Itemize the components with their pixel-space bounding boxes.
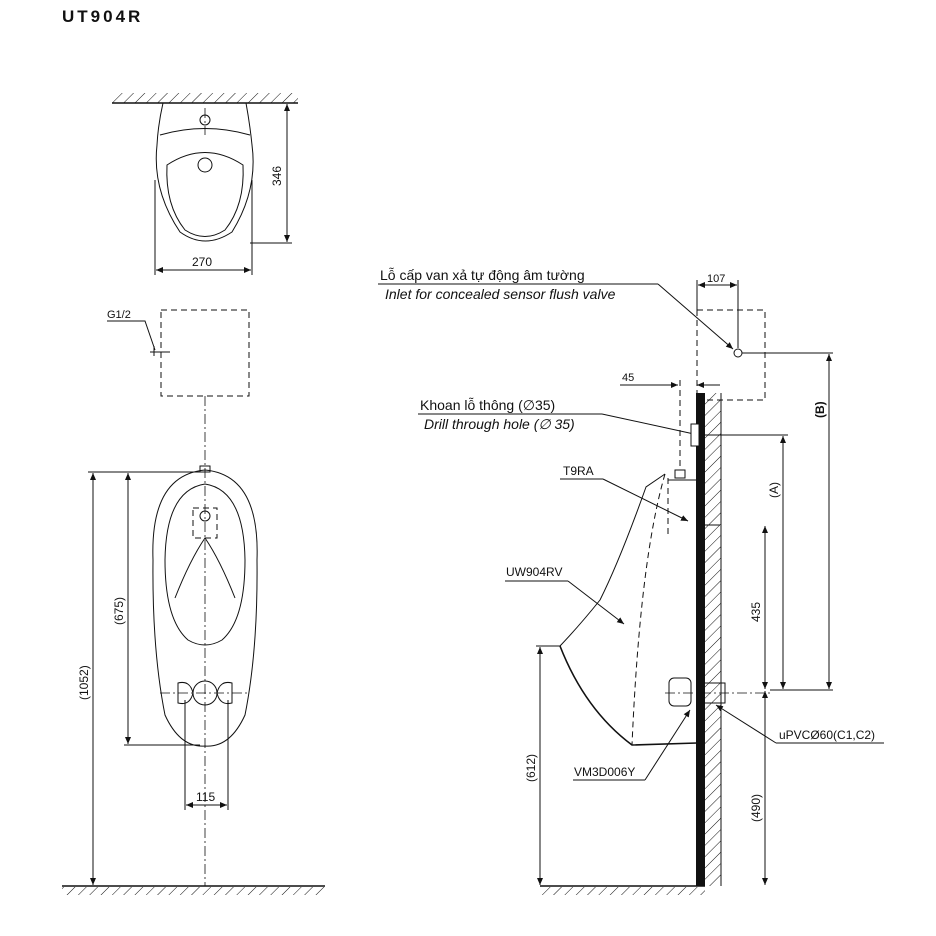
- front-view: G1/2 (1052) (675) 115: [62, 309, 325, 895]
- dim-107: 107: [707, 273, 725, 285]
- part-trap: VM3D006Y: [574, 765, 635, 779]
- inlet-label-en: Inlet for concealed sensor flush valve: [385, 286, 616, 302]
- model-title: UT904R: [62, 7, 143, 26]
- side-view: 107 Lỗ cấp van xả tự động âm tường Inlet…: [378, 267, 884, 895]
- dim-435: 435: [749, 602, 763, 622]
- part-urinal: UW904RV: [506, 565, 562, 579]
- dim-b: (B): [813, 401, 827, 418]
- inlet-label: G1/2: [107, 309, 131, 321]
- dim-outlet-width: 115: [196, 790, 215, 804]
- top-view: 346 270: [112, 93, 298, 275]
- drill-label-vi: Khoan lỗ thông (∅35): [420, 397, 555, 413]
- dim-45: 45: [622, 372, 634, 384]
- dim-width: 270: [192, 255, 212, 269]
- part-t9ra: T9RA: [563, 464, 594, 478]
- inlet-label-vi: Lỗ cấp van xả tự động âm tường: [380, 267, 585, 283]
- dim-bowl-height: (675): [112, 597, 126, 625]
- drill-label-en: Drill through hole (∅ 35): [424, 416, 575, 432]
- dim-a: (A): [767, 482, 781, 498]
- dim-depth: 346: [270, 166, 284, 186]
- dim-490: (490): [749, 794, 763, 822]
- part-pipe: uPVCØ60(C1,C2): [779, 728, 875, 742]
- dim-total-height: (1052): [77, 665, 91, 700]
- dim-612: (612): [524, 754, 538, 782]
